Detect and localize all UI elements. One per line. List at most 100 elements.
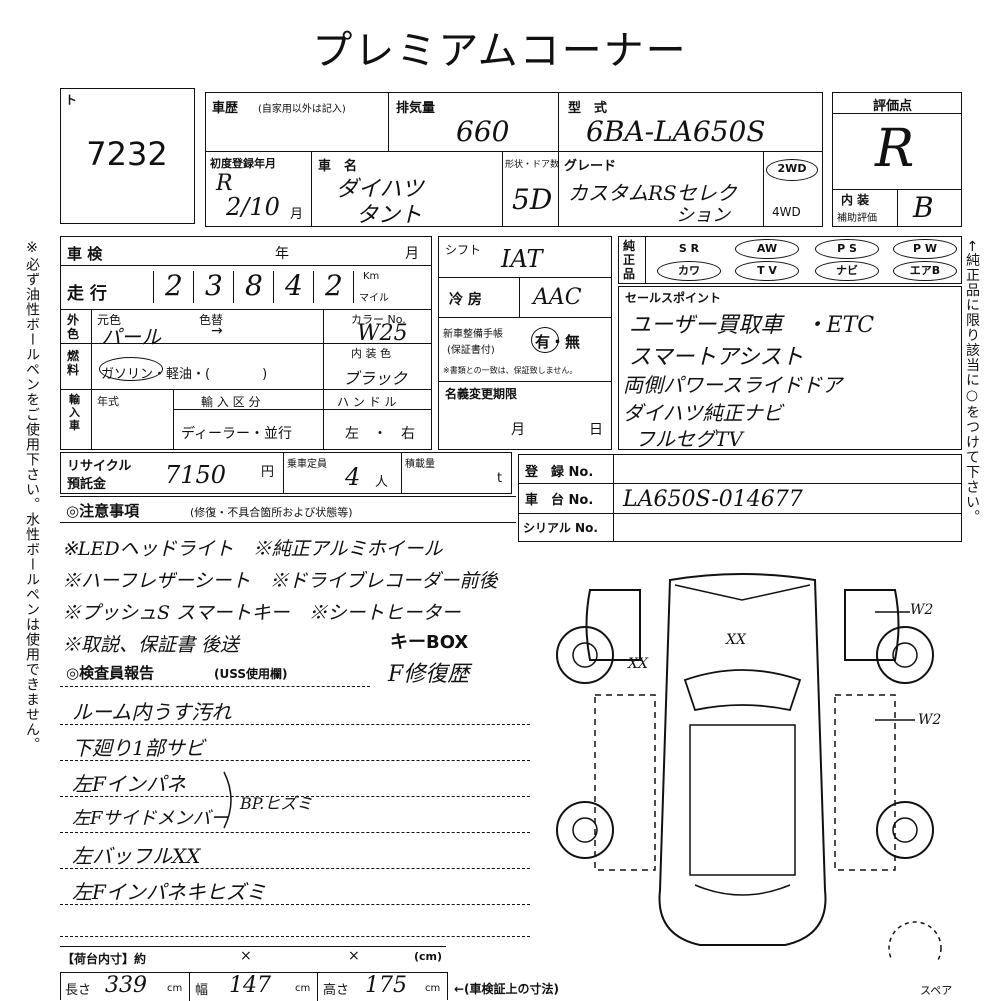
rating-score: R	[875, 119, 915, 179]
height-label: 高さ	[323, 983, 350, 998]
note-line-2: ※ハーフレザーシート ※ドライブレコーダー前後	[62, 570, 498, 592]
mileage-label: 走 行	[67, 284, 107, 304]
name-change-day: 日	[589, 422, 603, 438]
genuine-tv[interactable]: T V	[735, 261, 799, 281]
handle-label: ハ ン ド ル	[337, 395, 397, 409]
original-color: パール	[101, 325, 161, 349]
rating-box: 評価点 R 内 装 補助評価 B	[832, 92, 962, 227]
height-value: 175	[365, 973, 407, 998]
import-type-value[interactable]: ディーラー・並行	[181, 426, 293, 442]
sales-points-label: セールスポイント	[625, 291, 722, 305]
vehicle-info: 車歴 (自家用以外は記入) 排気量 660 型 式 6BA-LA650S 初度登…	[205, 92, 823, 228]
length-value: 339	[105, 973, 147, 998]
cargo-note: ←(車検証上の寸法)	[454, 982, 560, 996]
changed-color-label: 色替	[199, 313, 224, 327]
sales-point-2: スマートアシスト	[629, 345, 804, 370]
inspection-block: 車 検 年 月 走 行 2 3 8 4 2 Km マイル 外色 元色 パール 色…	[60, 236, 432, 450]
inspector-line-5: 左バッフルXX	[72, 844, 201, 868]
sales-point-4: ダイハツ純正ナビ	[623, 401, 783, 425]
interior-score: B	[913, 191, 934, 224]
shaken-year-unit: 年	[275, 246, 289, 262]
car-diagram	[556, 573, 942, 960]
handle-value[interactable]: 左 ・ 右	[345, 426, 415, 442]
sales-point-1: ユーザー買取車 ・ETC	[629, 313, 875, 338]
capacity: 4	[345, 463, 361, 491]
inspector-line-1: ルーム内うす汚れ	[72, 700, 232, 724]
mileage-digit-2: 3	[205, 269, 223, 302]
interior-label-1: 内 装	[841, 193, 870, 207]
height-unit: cm	[425, 983, 441, 994]
interior-label-2: 補助評価	[837, 213, 877, 224]
recycle-label-2: 預託金	[67, 477, 107, 492]
drive-4wd[interactable]: 4WD	[772, 205, 801, 219]
inspector-line-2: 下廻り1部サビ	[72, 736, 205, 760]
registration-block: 登 録 No. 車 台 No. LA650S-014677 シリアル No.	[518, 454, 962, 542]
chassis-number-label: 車 台 No.	[525, 493, 594, 508]
reg-number-label: 登 録 No.	[525, 465, 594, 480]
sales-point-5: フルセグTV	[635, 427, 743, 451]
history-note: (自家用以外は記入)	[258, 104, 346, 115]
inspector-sub: (USS使用欄)	[214, 667, 288, 681]
mileage-digit-1: 2	[165, 269, 183, 302]
length-unit: cm	[167, 983, 183, 994]
page-title: プレミアムコーナー	[312, 28, 688, 74]
side-note-right: ←純正品に限り該当に○をつけて下さい。	[964, 240, 980, 525]
import-label: 輸入車	[69, 393, 80, 432]
displacement-label: 排気量	[396, 101, 436, 116]
genuine-aw[interactable]: AW	[735, 239, 799, 259]
cargo-x1: ×	[240, 948, 252, 964]
name-change-label: 名義変更期限	[445, 387, 518, 401]
shape-label: 形状・ドア数	[505, 160, 560, 170]
lot-number: 7232	[86, 135, 168, 173]
mileage-unit-km: Km	[363, 271, 380, 282]
grade-label: グレード	[564, 159, 617, 174]
model: 6BA-LA650S	[586, 115, 766, 148]
ac-value: AAC	[533, 285, 582, 310]
import-year-label: 年式	[97, 395, 119, 408]
color-code: W25	[357, 321, 408, 346]
first-reg-unit: 月	[290, 207, 304, 222]
displacement: 660	[456, 115, 510, 148]
history-label: 車歴	[212, 101, 239, 116]
genuine-ps[interactable]: P S	[815, 239, 879, 259]
cargo-label: 【荷台内寸】約	[62, 952, 147, 966]
color-code-label: カラー No.	[351, 313, 406, 326]
inspector-bracket	[223, 771, 232, 829]
interior-color-label: 内 装 色	[351, 347, 391, 360]
cargo-x2: ×	[348, 948, 360, 964]
equipment-block: シフト IAT 冷 房 AAC 新車整備手帳 (保証書付) 有・無 ※書類との一…	[438, 236, 612, 450]
genuine-sr[interactable]: S R	[678, 242, 700, 255]
mileage-unit-mile: マイル	[359, 293, 389, 304]
fuel-gasoline-circle	[99, 357, 163, 381]
genuine-navi[interactable]: ナビ	[815, 261, 879, 281]
note-line-3: ※プッシュS スマートキー ※シートヒーター	[62, 602, 461, 624]
genuine-label: 純正品	[623, 239, 636, 281]
shaken-month-unit: 月	[405, 246, 419, 262]
maint-note: ※書類との一致は、保証致しません。	[443, 366, 578, 375]
first-reg-value: 2/10	[226, 193, 280, 221]
drive-2wd[interactable]: 2WD	[766, 159, 818, 181]
load-label: 積載量	[405, 459, 435, 470]
shaken-label: 車 検	[67, 245, 103, 263]
import-type-label: 輸 入 区 分	[201, 395, 261, 409]
load-unit: t	[497, 471, 503, 486]
diagram-mark-center: XX	[726, 632, 746, 648]
width-value: 147	[229, 973, 271, 998]
genuine-airbag[interactable]: エアB	[893, 261, 957, 281]
car-name: タント	[356, 203, 423, 228]
notes-sub: (修復・不具合箇所および状態等)	[190, 506, 353, 519]
grade-line-1: カスタムRSセレク	[568, 181, 737, 205]
inspector-line-3: 左Fインパネ	[72, 772, 186, 796]
note-line-4: ※取説、保証書 後送	[62, 634, 240, 656]
doors: 5D	[512, 183, 553, 216]
capacity-label: 乗車定員	[287, 459, 327, 470]
first-reg-label: 初度登録年月	[210, 157, 276, 170]
genuine-pw[interactable]: P W	[893, 239, 957, 259]
length-label: 長さ	[65, 983, 92, 998]
cargo-unit: (cm)	[414, 950, 443, 963]
inspector-bracket-note: BP.ヒズミ	[240, 794, 313, 813]
diagram-mark-right-2: W2	[918, 712, 942, 728]
recycle-amount: 7150	[165, 461, 227, 489]
serial-number-label: シリアル No.	[523, 521, 598, 535]
genuine-leather[interactable]: カワ	[657, 261, 721, 281]
